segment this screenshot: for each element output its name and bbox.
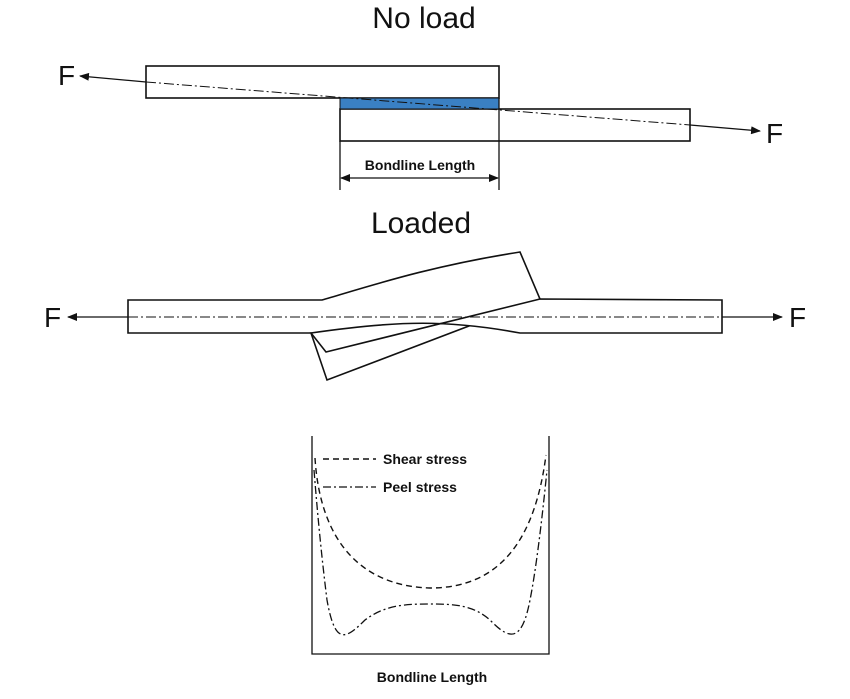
legend-label-peel: Peel stress <box>383 479 457 495</box>
loaded-title: Loaded <box>371 207 471 240</box>
force-label-right-loaded: F <box>789 302 806 333</box>
stress-plot: Shear stress Peel stress Bondline Length <box>311 436 550 685</box>
unloaded-title: No load <box>372 2 475 35</box>
dimension-label: Bondline Length <box>365 157 475 173</box>
plot-x-axis-label: Bondline Length <box>377 669 487 685</box>
plot-frame <box>311 436 550 655</box>
force-arrow-left <box>79 72 147 83</box>
legend-label-shear: Shear stress <box>383 451 467 467</box>
lower-adherend <box>339 108 691 142</box>
force-label-right: F <box>766 118 783 149</box>
load-line <box>145 81 691 126</box>
loaded-panel: Loaded F F <box>44 207 806 382</box>
shear-stress-curve <box>314 454 547 589</box>
force-label-left: F <box>58 60 75 91</box>
unloaded-panel: No load F F Bondline Length <box>58 2 783 190</box>
lower-adherend-deformed <box>309 298 723 353</box>
peel-stress-curve <box>313 469 548 636</box>
force-label-left-loaded: F <box>44 302 61 333</box>
force-arrow-right <box>689 124 761 135</box>
upper-adherend <box>145 65 500 99</box>
